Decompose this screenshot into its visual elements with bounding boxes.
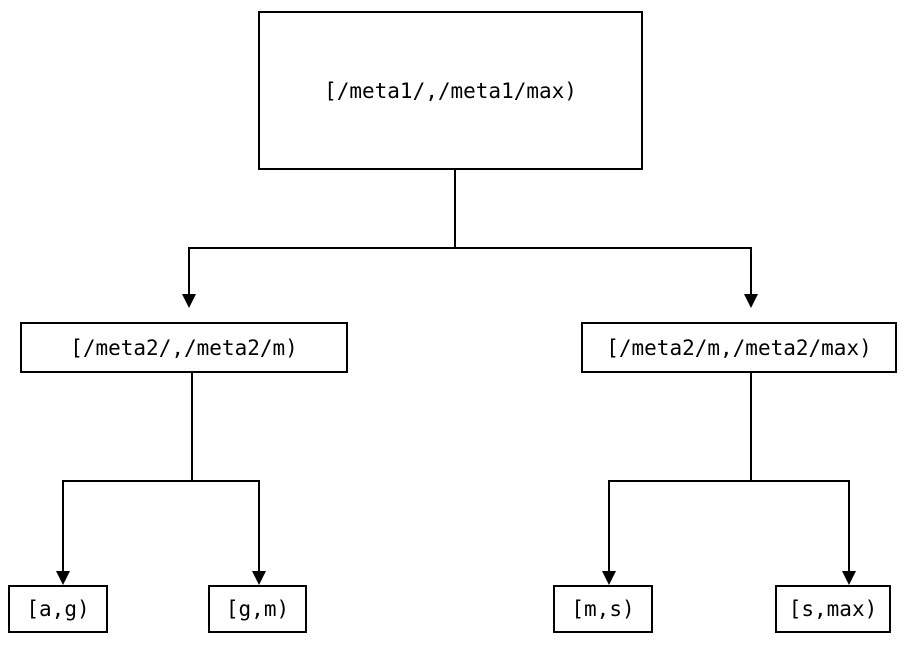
node-mid-left-label: [/meta2/,/meta2/m)	[70, 335, 298, 360]
node-leaf-m-s-label: [m,s)	[571, 597, 635, 621]
node-leaf-s-max-label: [s,max)	[788, 597, 878, 621]
edge-root-crossbar	[188, 247, 752, 249]
edge-mid-left-crossbar	[62, 480, 260, 482]
edge-mid-left-trunk	[191, 373, 193, 482]
node-root-label: [/meta1/,/meta1/max)	[324, 78, 577, 103]
edge-mid-right-trunk	[750, 373, 752, 482]
edge-mid-right-crossbar	[608, 480, 850, 482]
node-leaf-s-max[interactable]: [s,max)	[775, 585, 891, 633]
arrowhead-mid-right-to-leaf3-icon	[602, 571, 616, 585]
node-leaf-a-g[interactable]: [a,g)	[8, 585, 108, 633]
edge-root-trunk	[454, 170, 456, 249]
edge-mid-right-to-leaf3-drop	[608, 480, 610, 571]
arrowhead-mid-left-to-leaf2-icon	[252, 571, 266, 585]
arrowhead-root-to-mid-right-icon	[744, 294, 758, 308]
edge-root-to-mid-right-drop	[750, 247, 752, 294]
edge-mid-left-to-leaf2-drop	[258, 480, 260, 571]
node-mid-right-label: [/meta2/m,/meta2/max)	[606, 335, 872, 360]
node-mid-right[interactable]: [/meta2/m,/meta2/max)	[581, 322, 897, 373]
arrowhead-mid-left-to-leaf1-icon	[56, 571, 70, 585]
node-leaf-a-g-label: [a,g)	[26, 597, 90, 621]
arrowhead-root-to-mid-left-icon	[182, 294, 196, 308]
edge-mid-left-to-leaf1-drop	[62, 480, 64, 571]
arrowhead-mid-right-to-leaf4-icon	[842, 571, 856, 585]
node-leaf-g-m-label: [g,m)	[225, 597, 290, 621]
node-root[interactable]: [/meta1/,/meta1/max)	[258, 11, 643, 170]
node-leaf-m-s[interactable]: [m,s)	[553, 585, 653, 633]
node-mid-left[interactable]: [/meta2/,/meta2/m)	[20, 322, 348, 373]
edge-mid-right-to-leaf4-drop	[848, 480, 850, 571]
edge-root-to-mid-left-drop	[188, 247, 190, 294]
node-leaf-g-m[interactable]: [g,m)	[208, 585, 307, 633]
